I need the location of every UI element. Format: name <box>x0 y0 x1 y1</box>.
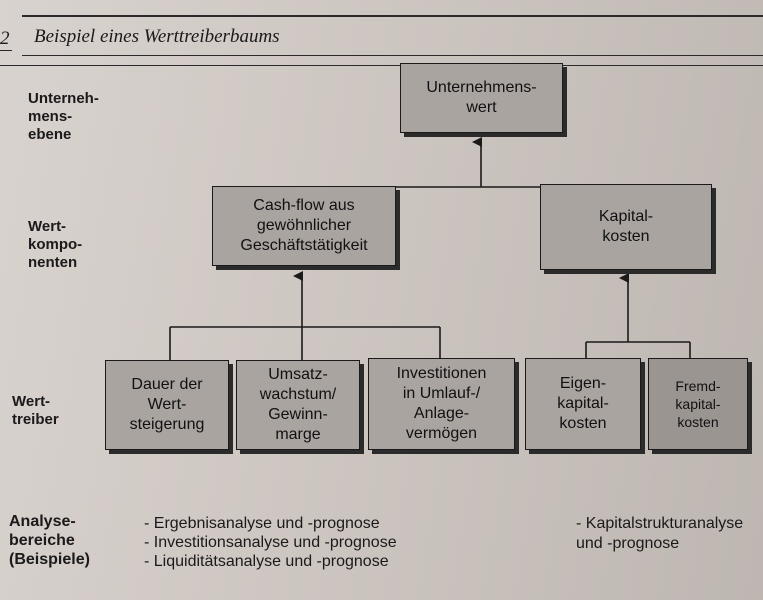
analysis-item: - Liquiditätsanalyse und -prognose <box>144 553 389 570</box>
analysis-item: - Ergebnisanalyse und -prognose <box>144 515 380 532</box>
level-label-enterprise: Unterneh- mens- ebene <box>28 90 99 143</box>
driver-box-investments: Investitionen in Umlauf-/ Anlage- vermög… <box>368 358 515 450</box>
level-label-drivers: Wert- treiber <box>12 393 59 428</box>
header-rule-bottom <box>22 55 763 56</box>
figure-title: Beispiel eines Werttreiberbaums <box>34 26 280 47</box>
analysis-list: - Ergebnisanalyse und -prognose - Invest… <box>144 514 397 571</box>
driver-box-duration: Dauer der Wert- steigerung <box>105 360 229 450</box>
figure-top-rule <box>0 65 763 66</box>
root-box-enterprise-value: Unternehmens- wert <box>400 63 563 133</box>
component-box-capital-costs: Kapital- kosten <box>540 184 712 270</box>
analysis-title: Analyse- bereiche (Beispiele) <box>9 513 90 568</box>
driver-box-equity-costs: Eigen- kapital- kosten <box>525 358 641 450</box>
analysis-capital-structure: - Kapitalstrukturanalyse und -prognose <box>576 515 744 552</box>
margin-tick <box>0 50 12 51</box>
level-label-components: Wert- kompo- nenten <box>28 218 83 271</box>
driver-box-growth-margin: Umsatz- wachstum/ Gewinn- marge <box>236 360 360 450</box>
header-rule-top <box>22 15 763 17</box>
analysis-item: - Investitionsanalyse und -prognose <box>144 534 397 551</box>
section-number: 2 <box>0 28 10 49</box>
driver-box-debt-costs: Fremd- kapital- kosten <box>648 358 748 450</box>
component-box-cashflow: Cash-flow aus gewöhnlicher Geschäftstäti… <box>212 186 396 266</box>
